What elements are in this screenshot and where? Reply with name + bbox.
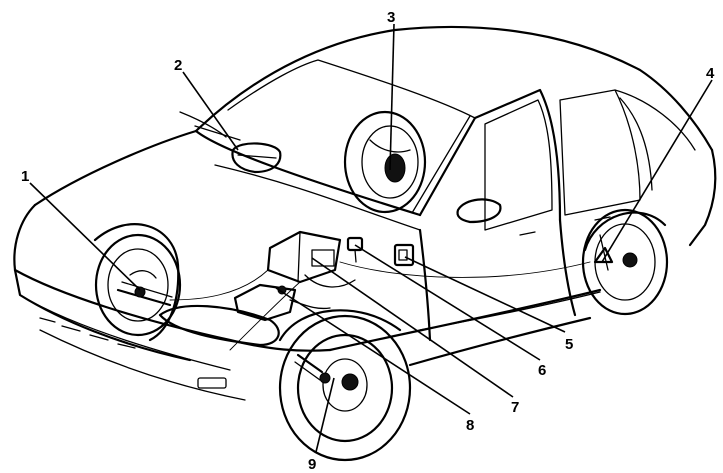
leader-2 [182,71,239,151]
callout-6: 6 [538,362,546,379]
front-axle-sensor-component [116,270,173,307]
leader-3 [389,23,395,171]
callout-4: 4 [706,65,715,82]
rear-speed-sensor-component [593,234,614,271]
steering-wheel-component [343,110,427,214]
dash-module-component [231,142,282,174]
brake-lines [169,261,591,351]
leader-1 [29,182,141,291]
relay-box-component [393,243,415,267]
front-right-wheel [278,309,412,462]
leader-6 [354,244,541,361]
callout-3: 3 [387,9,395,26]
callout-5: 5 [565,336,573,353]
small-sensor-component [346,236,364,263]
front-left-wheel [93,223,182,342]
callout-2: 2 [174,57,182,74]
leader-5 [404,256,566,333]
car-body-outline [13,25,717,401]
front-right-speed-sensor-component [294,353,331,384]
callout-9: 9 [308,456,316,473]
leader-lines [29,23,713,453]
leader-7 [311,257,514,398]
callout-8: 8 [466,417,474,434]
callout-1: 1 [21,168,29,185]
callout-labels: 1 2 3 4 5 6 7 8 9 [21,9,715,473]
leader-4 [601,79,713,263]
leader-8 [275,287,471,415]
callout-7: 7 [511,399,519,416]
leader-9 [315,377,335,453]
